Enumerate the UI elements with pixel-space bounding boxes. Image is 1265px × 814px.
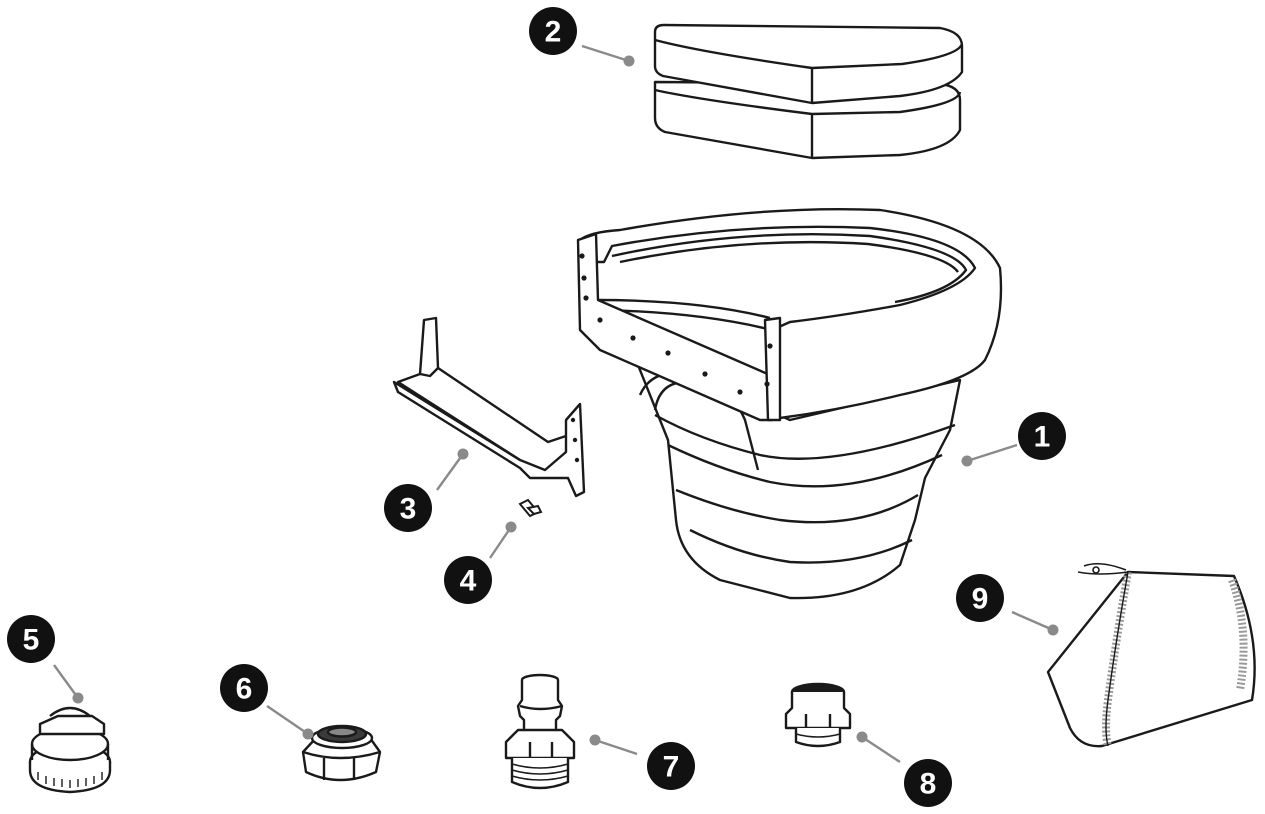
mounting-bracket-illustration — [394, 318, 584, 496]
leader-dot-4 — [505, 521, 517, 533]
callout-number-8: 8 — [920, 768, 937, 801]
callout-6: 6 — [220, 664, 268, 712]
callout-3: 3 — [384, 484, 432, 532]
leader-line-8 — [861, 735, 901, 764]
callout-badge-3 — [384, 484, 432, 532]
leader-line-6 — [266, 705, 309, 735]
leader-dot-9 — [1047, 624, 1059, 636]
leader-line-3 — [436, 453, 464, 491]
leader-dot-3 — [457, 448, 469, 460]
callout-badge-8 — [904, 759, 952, 807]
bulkhead-fitting-illustration — [303, 726, 380, 780]
callout-badge-1 — [1018, 412, 1066, 460]
callout-4: 4 — [444, 556, 492, 604]
callout-number-9: 9 — [972, 583, 989, 616]
leader-dot-2 — [623, 55, 635, 67]
leader-dot-8 — [856, 731, 868, 743]
leader-dot-6 — [302, 728, 314, 740]
callout-badge-6 — [220, 664, 268, 712]
hose-clamp-illustration — [30, 708, 110, 792]
filter-pads-illustration — [655, 25, 962, 158]
callout-number-7: 7 — [663, 751, 680, 784]
leader-line-1 — [966, 443, 1018, 463]
leader-dot-5 — [72, 692, 84, 704]
callout-badge-2 — [529, 7, 577, 55]
leader-lines — [53, 44, 1059, 764]
callout-2: 2 — [529, 7, 577, 55]
filter-box-illustration — [578, 209, 1001, 598]
callout-badge-4 — [444, 556, 492, 604]
callout-1: 1 — [1018, 412, 1066, 460]
leader-line-2 — [581, 44, 630, 63]
callout-badge-5 — [7, 615, 55, 663]
leader-line-5 — [53, 664, 79, 699]
callout-number-5: 5 — [23, 624, 40, 657]
callout-badge-7 — [647, 742, 695, 790]
leader-line-4 — [489, 526, 512, 559]
callout-8: 8 — [904, 759, 952, 807]
barbed-hose-adapter-illustration — [506, 675, 574, 788]
leader-dot-1 — [961, 455, 973, 467]
threaded-adapter-illustration — [786, 684, 850, 746]
callout-number-1: 1 — [1034, 421, 1051, 454]
callout-number-3: 3 — [400, 493, 417, 526]
callout-number-2: 2 — [545, 16, 562, 49]
callout-number-4: 4 — [460, 565, 477, 598]
callout-9: 9 — [956, 574, 1004, 622]
callout-number-6: 6 — [236, 673, 253, 706]
leader-line-9 — [1011, 610, 1054, 632]
callout-badges: 1 2 3 4 5 6 7 8 — [7, 7, 1066, 807]
mounting-screw-illustration — [520, 500, 541, 516]
callout-badge-9 — [956, 574, 1004, 622]
media-bag-illustration — [1048, 564, 1255, 746]
callout-7: 7 — [647, 742, 695, 790]
leader-line-7 — [594, 738, 638, 756]
leader-dot-7 — [589, 734, 601, 746]
callout-5: 5 — [7, 615, 55, 663]
